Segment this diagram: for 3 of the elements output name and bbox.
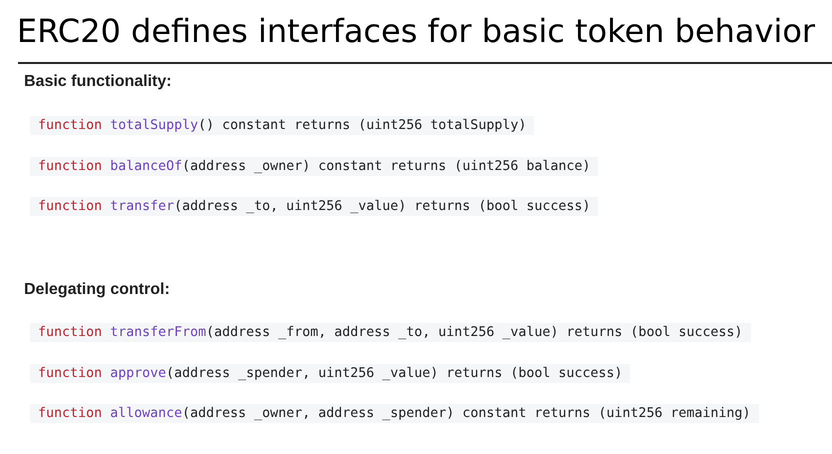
slide-title: ERC20 defines interfaces for basic token behavior <box>16 12 816 50</box>
section-heading: Delegating control: <box>24 281 170 299</box>
section-heading: Basic functionality: <box>24 73 172 91</box>
